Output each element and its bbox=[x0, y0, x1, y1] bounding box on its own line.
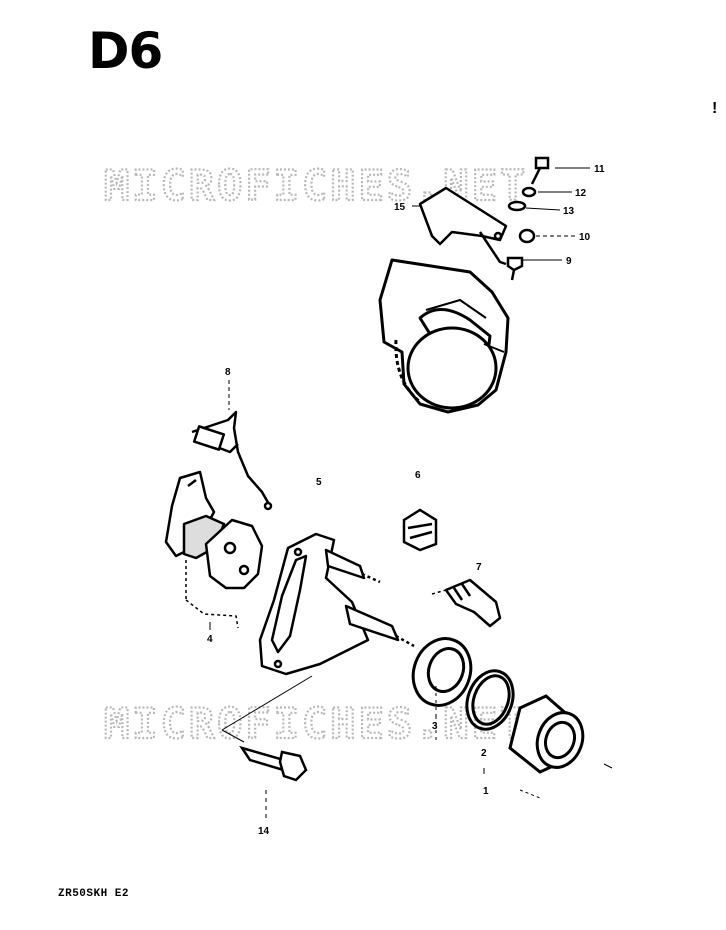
pad-spring-8 bbox=[191, 410, 273, 511]
bracket-15 bbox=[418, 186, 508, 266]
callout-14: 14 bbox=[258, 826, 270, 837]
bolt-11-shank bbox=[530, 167, 542, 185]
callout-13: 13 bbox=[563, 206, 575, 217]
callout-4: 4 bbox=[207, 634, 213, 645]
pin-7 bbox=[431, 578, 502, 628]
callout-2: 2 bbox=[481, 748, 487, 759]
leader-lines bbox=[209, 167, 613, 820]
washer-12 bbox=[521, 186, 537, 198]
bolt-11-head bbox=[534, 156, 550, 170]
cap-10 bbox=[518, 228, 536, 244]
brake-pads-4 bbox=[164, 470, 264, 629]
edge-mark: ! bbox=[712, 100, 718, 117]
bleeder-parts bbox=[506, 156, 550, 281]
callout-11: 11 bbox=[594, 164, 605, 175]
callout-6: 6 bbox=[415, 470, 421, 481]
callout-1: 1 bbox=[483, 786, 489, 797]
callout-9: 9 bbox=[566, 256, 572, 267]
caliper-holder-5 bbox=[258, 532, 415, 676]
dust-seal-3 bbox=[411, 637, 473, 707]
callout-10: 10 bbox=[579, 232, 591, 243]
callout-7: 7 bbox=[476, 562, 482, 573]
bolt-14 bbox=[239, 745, 308, 782]
caliper-body bbox=[378, 258, 510, 414]
callout-3: 3 bbox=[432, 721, 438, 732]
piston-1 bbox=[508, 694, 585, 774]
page-title: D6 bbox=[88, 22, 163, 80]
boot-6 bbox=[402, 508, 438, 552]
piston-seal-2 bbox=[465, 669, 515, 731]
callout-8: 8 bbox=[225, 367, 231, 378]
callout-5: 5 bbox=[316, 477, 322, 488]
footer-code: ZR50SKH E2 bbox=[58, 888, 130, 900]
washer-13 bbox=[507, 200, 527, 212]
callouts: 1 2 3 4 5 6 7 8 9 10 11 12 13 14 15 bbox=[207, 164, 605, 837]
callout-15: 15 bbox=[394, 202, 406, 213]
watermark-bottom: MICROFICHES.NET bbox=[104, 699, 528, 748]
bleeder-9 bbox=[506, 256, 524, 272]
callout-12: 12 bbox=[575, 188, 587, 199]
